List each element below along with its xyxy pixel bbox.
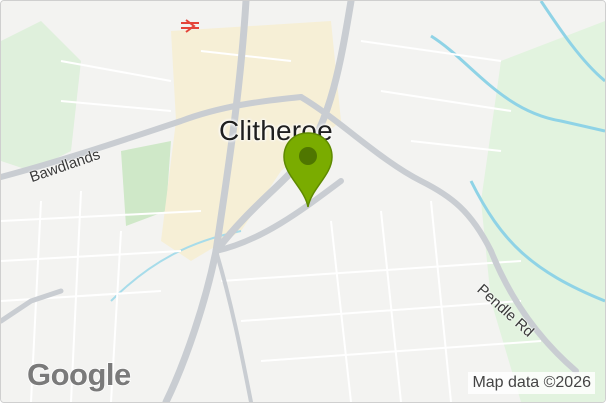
river — [430, 34, 605, 133]
town-centre-area — [161, 21, 341, 261]
rail-station-icon — [181, 19, 199, 33]
park-area-small — [121, 141, 171, 226]
google-logo[interactable]: Google — [26, 356, 132, 393]
park-area-east — [481, 21, 605, 402]
stream-east — [469, 180, 605, 303]
map-attribution[interactable]: Map data ©2026 — [468, 372, 595, 394]
park-area-west — [1, 21, 81, 171]
main-roads — [1, 1, 579, 402]
stream-north — [539, 1, 605, 83]
stream-west — [110, 230, 242, 302]
minor-streets — [1, 40, 542, 402]
location-pin-icon[interactable] — [281, 131, 335, 209]
